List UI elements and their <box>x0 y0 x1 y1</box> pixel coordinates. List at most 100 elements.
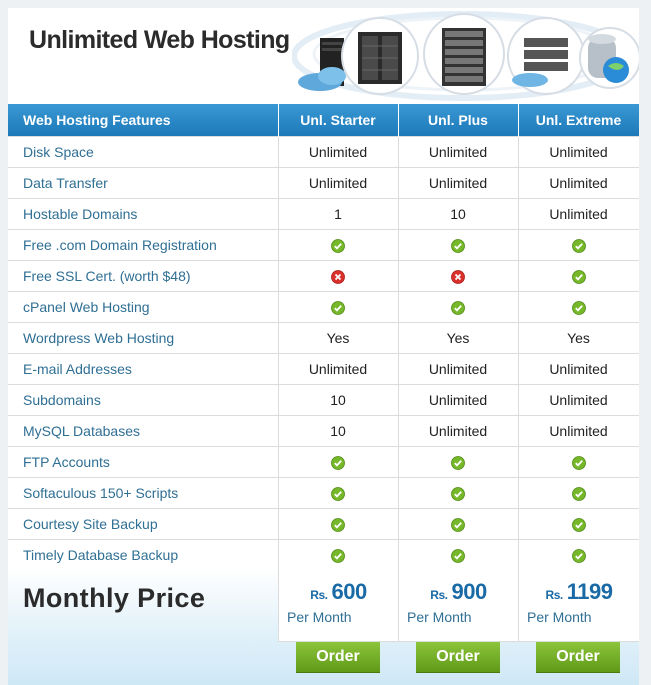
value-starter: Unlimited <box>278 353 399 385</box>
column-header-extreme: Unl. Extreme <box>518 104 639 137</box>
price-value: 900 <box>451 579 487 604</box>
value-extreme <box>518 508 639 540</box>
feature-label: Free .com Domain Registration <box>8 229 279 261</box>
feature-label: cPanel Web Hosting <box>8 291 279 323</box>
feature-label: E-mail Addresses <box>8 353 279 385</box>
value-plus: 10 <box>398 198 519 230</box>
check-icon <box>571 456 586 471</box>
price-cell-extreme: Rs.1199 Per Month <box>518 569 639 642</box>
server-blade-icon <box>512 38 568 87</box>
feature-label: Disk Space <box>8 136 279 168</box>
price-extreme: Rs.1199 <box>519 579 639 605</box>
table-row: Timely Database Backup <box>8 539 639 570</box>
value-extreme <box>518 446 639 478</box>
value-plus: Unlimited <box>398 384 519 416</box>
check-icon <box>451 456 465 471</box>
column-header-features: Web Hosting Features <box>8 104 279 137</box>
check-icon <box>571 239 586 254</box>
value-extreme <box>518 539 639 570</box>
check-icon <box>571 270 586 285</box>
value-plus: Unlimited <box>398 415 519 447</box>
check-icon <box>331 301 345 316</box>
cross-icon <box>331 270 345 285</box>
value-extreme: Unlimited <box>518 136 639 168</box>
column-header-starter: Unl. Starter <box>278 104 399 137</box>
currency-label: Rs. <box>430 588 448 602</box>
pricing-row: Monthly Price Rs.600 Per Month Rs.900 Pe… <box>8 569 639 643</box>
value-extreme: Unlimited <box>518 384 639 416</box>
feature-label: Timely Database Backup <box>8 539 279 570</box>
price-cell-plus: Rs.900 Per Month <box>398 569 519 642</box>
check-icon <box>451 301 465 316</box>
price-cell-starter: Rs.600 Per Month <box>278 569 399 642</box>
value-plus <box>398 260 519 292</box>
hosting-comparison-panel: Unlimited Web Hosting <box>8 8 639 685</box>
server-tower-icon <box>298 38 346 91</box>
order-starter-button[interactable]: Order <box>296 642 380 672</box>
check-icon <box>451 549 465 564</box>
value-starter: 10 <box>278 384 399 416</box>
value-plus: Unlimited <box>398 136 519 168</box>
server-stack-icon <box>442 28 486 86</box>
currency-label: Rs. <box>310 588 328 602</box>
table-row: Free .com Domain Registration <box>8 229 639 261</box>
value-extreme: Unlimited <box>518 415 639 447</box>
cross-icon <box>451 270 465 285</box>
table-row: Courtesy Site Backup <box>8 508 639 540</box>
feature-label: Data Transfer <box>8 167 279 199</box>
database-globe-icon <box>588 34 629 83</box>
check-icon <box>331 518 345 533</box>
value-extreme: Yes <box>518 322 639 354</box>
page-title: Unlimited Web Hosting <box>29 26 290 54</box>
header: Unlimited Web Hosting <box>8 8 639 104</box>
table-row: Softaculous 150+ Scripts <box>8 477 639 509</box>
value-starter: Yes <box>278 322 399 354</box>
check-icon <box>331 239 345 254</box>
price-value: 600 <box>331 579 367 604</box>
check-icon <box>451 487 465 502</box>
value-plus <box>398 446 519 478</box>
value-starter: 10 <box>278 415 399 447</box>
feature-label: Wordpress Web Hosting <box>8 322 279 354</box>
price-period: Per Month <box>407 609 472 625</box>
monthly-price-label: Monthly Price <box>23 583 206 613</box>
price-period: Per Month <box>287 609 352 625</box>
feature-label: Subdomains <box>8 384 279 416</box>
check-icon <box>451 239 465 254</box>
check-icon <box>571 549 586 564</box>
value-starter <box>278 508 399 540</box>
order-plus-button[interactable]: Order <box>416 642 500 672</box>
value-extreme <box>518 260 639 292</box>
value-starter: Unlimited <box>278 167 399 199</box>
value-plus: Unlimited <box>398 167 519 199</box>
check-icon <box>571 487 586 502</box>
value-starter: Unlimited <box>278 136 399 168</box>
value-starter <box>278 291 399 323</box>
check-icon <box>451 518 465 533</box>
value-extreme: Unlimited <box>518 167 639 199</box>
check-icon <box>571 301 586 316</box>
features-table: Web Hosting Features Unl. Starter Unl. P… <box>8 104 639 570</box>
price-period: Per Month <box>527 609 592 625</box>
value-starter <box>278 260 399 292</box>
order-extreme-button[interactable]: Order <box>536 642 620 672</box>
value-extreme: Unlimited <box>518 198 639 230</box>
value-plus <box>398 539 519 570</box>
feature-label: Hostable Domains <box>8 198 279 230</box>
feature-label: Softaculous 150+ Scripts <box>8 477 279 509</box>
table-row: Free SSL Cert. (worth $48) <box>8 260 639 292</box>
check-icon <box>331 487 345 502</box>
value-starter: 1 <box>278 198 399 230</box>
value-starter <box>278 229 399 261</box>
value-extreme <box>518 477 639 509</box>
feature-label: Courtesy Site Backup <box>8 508 279 540</box>
server-rack-icon <box>358 32 402 84</box>
column-header-plus: Unl. Plus <box>398 104 519 137</box>
value-plus <box>398 508 519 540</box>
table-header-row: Web Hosting Features Unl. Starter Unl. P… <box>8 104 639 137</box>
